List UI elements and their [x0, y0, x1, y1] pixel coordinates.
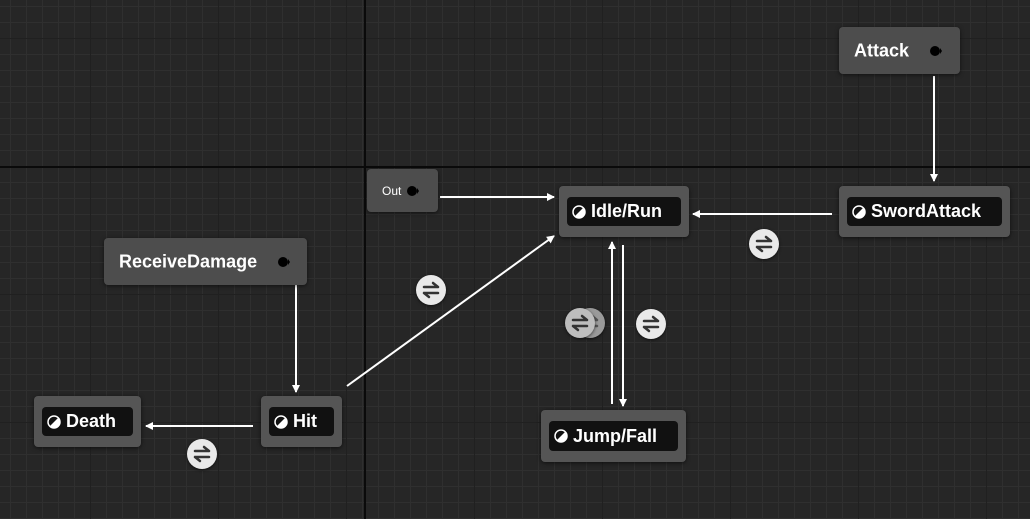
transition-rule-idle-run-to-jump-fall[interactable] — [636, 309, 666, 339]
out-node[interactable]: Out — [367, 169, 438, 212]
attack-node-label: Attack — [854, 40, 910, 60]
state-half-circle-icon — [274, 414, 288, 429]
state-idle-run[interactable]: Idle/Run — [559, 186, 689, 237]
graph-origin-horizontal-axis — [0, 166, 1030, 168]
state-death[interactable]: Death — [34, 396, 141, 447]
state-hit[interactable]: Hit — [261, 396, 342, 447]
state-idle-run-label: Idle/Run — [591, 201, 662, 221]
output-pin-icon[interactable] — [407, 185, 419, 197]
transition-rule-arrows-icon — [193, 445, 211, 463]
state-half-circle-icon — [852, 204, 866, 219]
wire-hit-to-idle-run[interactable] — [346, 235, 555, 387]
transition-rule-jump-fall-to-idle-run[interactable] — [565, 308, 595, 338]
transition-rule-arrows-icon — [642, 315, 660, 333]
transition-rule-sword-attack-to-idle-run[interactable] — [749, 229, 779, 259]
state-death-label: Death — [66, 411, 117, 431]
output-pin-icon[interactable] — [930, 45, 942, 57]
attack-node[interactable]: Attack — [839, 27, 960, 74]
state-jump-fall[interactable]: Jump/Fall — [541, 410, 686, 462]
out-node-label: Out — [382, 183, 402, 198]
state-sword-attack[interactable]: SwordAttack — [839, 186, 1010, 237]
state-hit-label: Hit — [293, 411, 317, 431]
state-half-circle-icon — [47, 414, 61, 429]
receive-damage-node[interactable]: ReceiveDamage — [104, 238, 307, 285]
transition-rule-arrows-icon — [422, 281, 440, 299]
transition-rule-arrows-icon — [571, 314, 589, 332]
transition-rule-arrows-icon — [755, 235, 773, 253]
output-pin-icon[interactable] — [278, 256, 290, 268]
state-sword-attack-label: SwordAttack — [871, 201, 982, 221]
receive-damage-node-label: ReceiveDamage — [119, 251, 258, 271]
state-half-circle-icon — [554, 429, 568, 443]
state-half-circle-icon — [572, 204, 586, 219]
transition-rule-hit-to-idle-run[interactable] — [416, 275, 446, 305]
state-jump-fall-label: Jump/Fall — [573, 425, 658, 446]
graph-origin-vertical-axis — [364, 0, 366, 519]
transition-rule-hit-to-death[interactable] — [187, 439, 217, 469]
